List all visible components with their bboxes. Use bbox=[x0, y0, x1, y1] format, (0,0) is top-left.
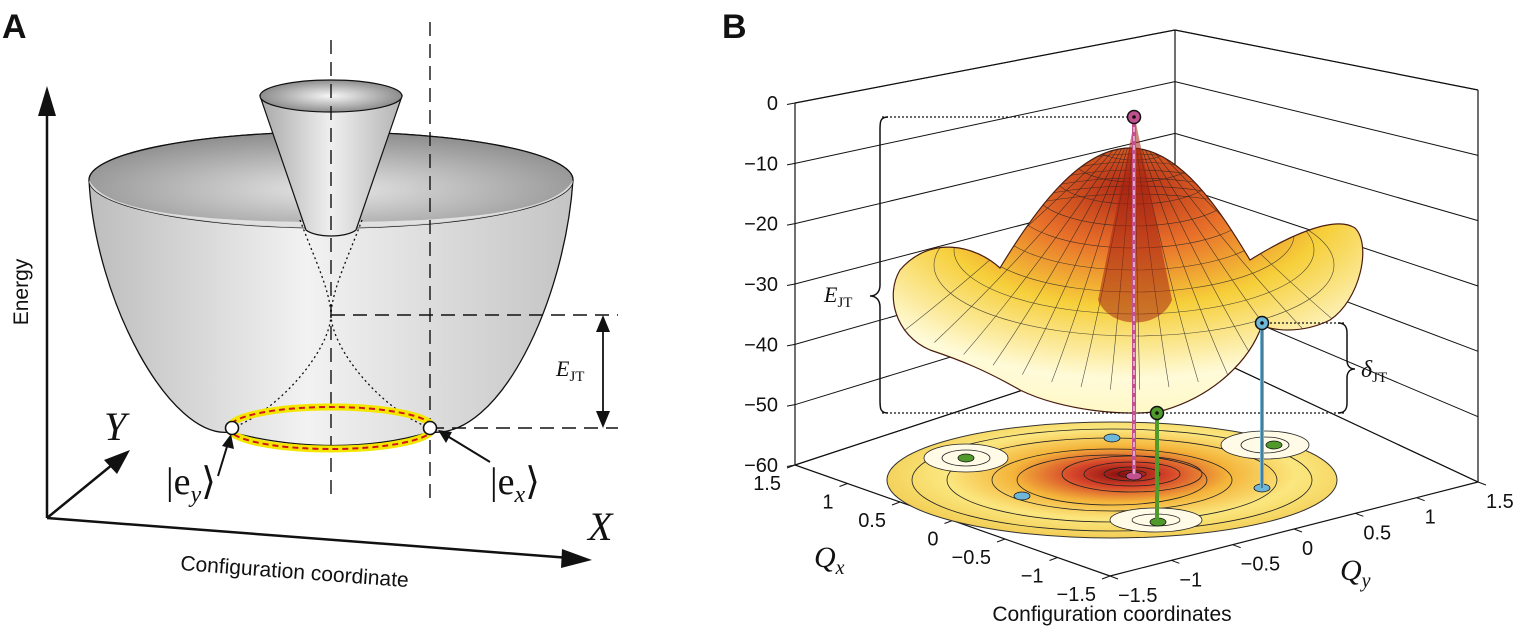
z-tick-mark-4 bbox=[786, 343, 796, 347]
z-tick-labels: 0 −10 −20 −30 −40 −50 −60 bbox=[744, 93, 778, 477]
qy-tick-label-6: 1.5 bbox=[1486, 491, 1514, 513]
ejt-brace bbox=[869, 116, 889, 414]
floor-markers bbox=[957, 433, 1283, 527]
mesh-radial-2 bbox=[963, 148, 1135, 355]
configuration-axis-label: Configuration coordinate bbox=[180, 552, 410, 592]
z-tick-label-2: −20 bbox=[744, 214, 778, 236]
qy-tick-label-2: −0.5 bbox=[1241, 554, 1280, 576]
qx-tick-mark-6 bbox=[1101, 575, 1111, 580]
ejt-arrow-down bbox=[596, 411, 610, 428]
y-axis-letter: Y bbox=[104, 404, 130, 449]
z-tick-label-1: −10 bbox=[744, 153, 778, 175]
mesh-radial-12 bbox=[1133, 148, 1258, 366]
qy-tick-label-1: −1 bbox=[1179, 569, 1202, 591]
qy-tick-mark-5 bbox=[1416, 497, 1425, 502]
mesh-radial-5 bbox=[1051, 148, 1135, 383]
y-axis-arrowhead bbox=[104, 450, 130, 474]
qx-tick-label-6: −1.5 bbox=[1057, 584, 1096, 606]
qy-tick-mark-6 bbox=[1477, 481, 1487, 486]
z-tick-label-3: −30 bbox=[744, 274, 778, 296]
qx-tick-label-4: −0.5 bbox=[952, 547, 991, 569]
z-gridline-right-1 bbox=[1174, 81, 1479, 156]
ex-arrow-head bbox=[438, 430, 452, 443]
mesh-radial-1 bbox=[934, 148, 1135, 343]
upper-cone bbox=[259, 95, 403, 237]
qx-tick-mark-4 bbox=[996, 538, 1006, 543]
z-tick-mark-1 bbox=[786, 162, 796, 166]
panel-a-letter: A bbox=[2, 8, 27, 46]
qx-tick-mark-2 bbox=[891, 501, 901, 506]
qy-tick-label-5: 1 bbox=[1425, 507, 1436, 529]
z-tick-label-6: −60 bbox=[744, 455, 778, 477]
z-tick-mark-3 bbox=[786, 283, 796, 286]
panel-a: A Energy Configuration coordinate X Y bbox=[2, 8, 618, 592]
qy-tick-mark-2 bbox=[1232, 544, 1241, 549]
qx-axis-label: Qx bbox=[814, 541, 845, 579]
x-axis bbox=[46, 516, 571, 560]
z-tick-label-4: −40 bbox=[744, 334, 778, 356]
panel-b: B 0−10−20−30−40−50−60 1.510.50−0.5−1−1.5… bbox=[722, 8, 1514, 626]
z-tick-mark-2 bbox=[786, 223, 796, 226]
panel-a-ejt-label: EJT bbox=[555, 356, 584, 385]
panel-b-ejt-label: EJT bbox=[823, 282, 852, 311]
z-tick-mark-0 bbox=[786, 102, 796, 105]
x-axis-letter: X bbox=[586, 504, 614, 549]
qy-tick-labels: −1.5 −1 −0.5 0 0.5 1 1.5 bbox=[1109, 481, 1514, 607]
z-gridline-left-2 bbox=[794, 132, 1176, 225]
state-ex-label: |ex⟩ bbox=[490, 461, 540, 508]
energy-axis-label: Energy bbox=[10, 258, 33, 325]
qx-tick-mark-5 bbox=[1049, 557, 1058, 561]
panel-b-letter: B bbox=[722, 8, 747, 46]
qx-tick-labels: 1.5 1 0.5 0 −0.5 −1 −1.5 bbox=[753, 464, 1111, 606]
z-gridline-right-2 bbox=[1174, 132, 1479, 222]
saddle-marker-dot bbox=[1260, 321, 1264, 325]
qy-tick-mark-0 bbox=[1109, 575, 1119, 580]
mesh-radial-14 bbox=[1133, 148, 1316, 343]
qy-tick-mark-1 bbox=[1171, 559, 1180, 564]
qx-tick-mark-0 bbox=[786, 464, 796, 469]
floor-saddle-blue-1 bbox=[1103, 433, 1121, 443]
state-ey-label: |ey⟩ bbox=[166, 461, 216, 508]
delta-brace bbox=[1337, 322, 1356, 414]
qy-tick-label-3: 0 bbox=[1302, 538, 1313, 560]
mesh-radial-3 bbox=[992, 148, 1135, 366]
z-gridline-left-0 bbox=[794, 29, 1176, 104]
qy-tick-mark-3 bbox=[1293, 528, 1303, 533]
z-gridline-right-0 bbox=[1174, 29, 1479, 91]
ex-point bbox=[422, 420, 438, 436]
qy-tick-label-0: −1.5 bbox=[1118, 585, 1157, 607]
floor-min-green-2 bbox=[1265, 440, 1283, 450]
floor-saddle-blue-2 bbox=[1013, 491, 1031, 501]
qx-tick-label-3: 0 bbox=[927, 529, 938, 551]
y-axis bbox=[46, 459, 119, 519]
ejt-arrow-up bbox=[596, 315, 610, 332]
mesh-radial-11 bbox=[1133, 148, 1228, 375]
qx-tick-label-0: 1.5 bbox=[753, 473, 781, 495]
qy-tick-label-4: 0.5 bbox=[1363, 522, 1391, 544]
z-gridline-left-1 bbox=[794, 81, 1176, 164]
z-tick-label-0: 0 bbox=[767, 93, 778, 115]
peak-marker-dot bbox=[1132, 115, 1136, 119]
ey-arrow-head bbox=[222, 434, 234, 449]
ey-point bbox=[224, 420, 240, 436]
mesh-radial-4 bbox=[1022, 148, 1135, 375]
energy-axis-arrowhead bbox=[38, 86, 56, 116]
qx-tick-label-2: 0.5 bbox=[858, 510, 886, 532]
qx-tick-mark-1 bbox=[839, 483, 848, 487]
ex-arrow bbox=[443, 433, 491, 463]
floor-min-green-1 bbox=[957, 453, 975, 463]
qx-tick-label-1: 1 bbox=[822, 492, 833, 514]
x-axis-arrowhead bbox=[561, 549, 592, 568]
qy-axis-label: Qy bbox=[1340, 554, 1371, 592]
z-tick-label-5: −50 bbox=[744, 395, 778, 417]
configuration-coordinates-label: Configuration coordinates bbox=[992, 603, 1231, 626]
panel-b-delta-label: δJT bbox=[1361, 357, 1387, 386]
qx-tick-label-5: −1 bbox=[1021, 566, 1044, 588]
minimum-marker-dot bbox=[1155, 411, 1159, 415]
z-tick-mark-5 bbox=[786, 404, 796, 407]
qy-tick-mark-4 bbox=[1355, 512, 1364, 517]
